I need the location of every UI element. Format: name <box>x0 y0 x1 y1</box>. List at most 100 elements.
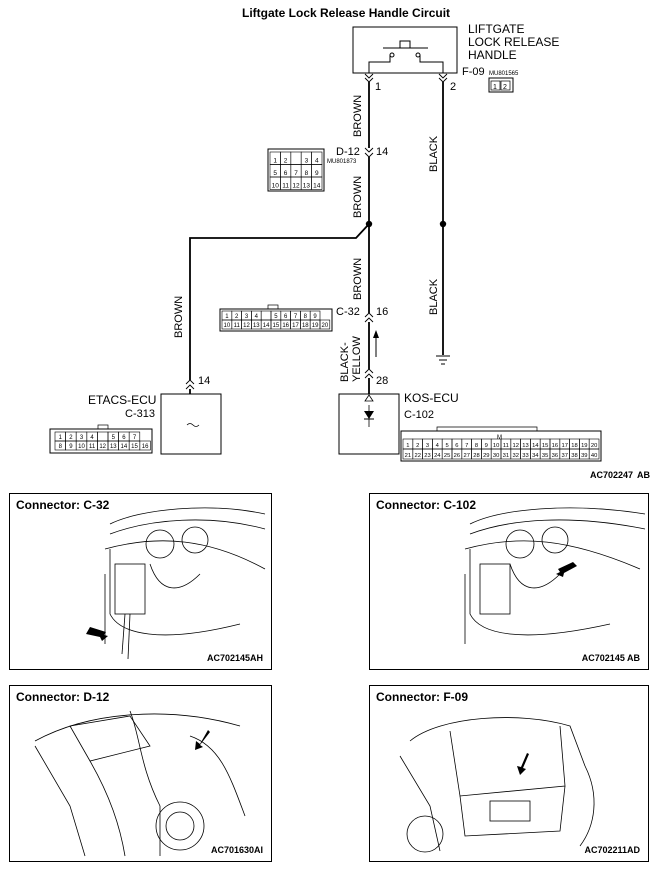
pin-kos-28: 28 <box>376 375 388 387</box>
switch-label-2: LOCK RELEASE <box>468 35 559 49</box>
c32-pin-cell <box>260 310 272 321</box>
kos-pin-label: 19 <box>581 443 587 449</box>
d12-location-arrow-icon <box>195 730 210 750</box>
wire-color-6: BLACK <box>428 278 440 315</box>
d12-pin-label: 7 <box>294 170 298 177</box>
kos-pin-label: 16 <box>552 443 558 449</box>
kos-pin-label: 2 <box>416 443 419 449</box>
diagram-code: AC702247 <box>590 470 633 480</box>
f09-pin-1: 1 <box>493 84 497 91</box>
rear-door-illustration <box>34 710 246 857</box>
pin-etacs-14: 14 <box>198 375 210 387</box>
wire-color-7a: BLACK- <box>339 342 351 382</box>
kos-pin-label: 20 <box>591 443 597 449</box>
pin-f09-1: 1 <box>375 81 381 93</box>
kos-name: KOS-ECU <box>404 391 459 405</box>
panel-c32-code: AC702145AH <box>206 653 263 663</box>
c32-pin-label: 18 <box>302 323 309 329</box>
kos-pin-label: 40 <box>591 453 597 459</box>
c102-location-arrow-icon <box>556 562 577 577</box>
wire-color-4: BROWN <box>173 296 185 338</box>
etacs-pin-label: 9 <box>69 444 73 450</box>
etacs-pin-label: 5 <box>112 435 116 441</box>
etacs-pin-label: 13 <box>110 444 117 450</box>
kos-pin-label: 1 <box>406 443 409 449</box>
panel-d12-title: Connector: D-12 <box>16 690 110 704</box>
kos-pin-label: 29 <box>483 453 489 459</box>
wires <box>189 82 444 394</box>
d12-pin-label: 1 <box>273 158 277 165</box>
dashboard-illustration <box>86 507 266 660</box>
kos-pin-label: 11 <box>503 443 509 449</box>
etacs-pin-label: 4 <box>90 435 94 441</box>
d12-pin-label: 14 <box>313 183 321 190</box>
c32-pin-label: 2 <box>235 314 239 320</box>
kos-pin-label: 33 <box>522 453 528 459</box>
etacs-pin-cell <box>139 440 151 451</box>
kos-pin-label: 28 <box>473 453 479 459</box>
etacs-pin-label: 3 <box>80 435 84 441</box>
etacs-connector: C-313 <box>125 408 155 420</box>
panel-c32: Connector: C-32 AC702145AH <box>9 493 272 670</box>
f09-connector-icon: 1 2 <box>488 77 514 93</box>
d12-pin-label: 8 <box>305 170 309 177</box>
c32-pin-cell <box>319 319 331 330</box>
c32-pin-label: 12 <box>243 323 250 329</box>
kos-pin-label: 31 <box>503 453 509 459</box>
signal-arrow-icon <box>373 330 379 357</box>
wire-color-2: BROWN <box>352 176 364 218</box>
c32-pin-label: 4 <box>255 314 259 320</box>
d12-pin-label: 9 <box>315 170 319 177</box>
etacs-pin-label: 11 <box>89 444 96 450</box>
c32-pin-label: 6 <box>284 314 288 320</box>
panel-f09: Connector: F-09 AC702211AD <box>369 685 649 862</box>
wire-color-3: BROWN <box>352 258 364 300</box>
d12-pin-cell <box>290 151 302 165</box>
f09-location-arrow-icon <box>517 753 529 775</box>
wire-color-7b: YELLOW <box>351 336 363 382</box>
etacs-pin-label: 8 <box>59 444 63 450</box>
f09-pin-2: 2 <box>503 84 507 91</box>
panel-c102: Connector: C-102 AC702145 AB <box>369 493 649 670</box>
d12-pin-label: 13 <box>303 183 311 190</box>
d12-pin-label: 6 <box>284 170 288 177</box>
etacs-pin-label: 6 <box>122 435 126 441</box>
c32-location-arrow-icon <box>86 627 108 641</box>
kos-pin-label: 26 <box>454 453 460 459</box>
kos-pin-label: 18 <box>571 443 577 449</box>
pin-d12-14: 14 <box>376 146 388 158</box>
diagram-code-suffix: AB <box>637 470 650 480</box>
c32-pin-label: 15 <box>273 323 280 329</box>
kos-pin-label: 6 <box>455 443 458 449</box>
d12-pin-label: 10 <box>272 183 280 190</box>
c32-pin-label: 14 <box>263 323 270 329</box>
d12-pin-label: 4 <box>315 158 319 165</box>
kos-pin-label: 27 <box>463 453 469 459</box>
c32-pin-label: 5 <box>274 314 278 320</box>
pin-c32-16: 16 <box>376 306 388 318</box>
kos-pin-label: 14 <box>532 443 539 449</box>
kos-pin-label: 5 <box>445 443 448 449</box>
etacs-pin-label: 12 <box>99 444 106 450</box>
panel-f09-code: AC702211AD <box>584 845 640 855</box>
kos-pin-label: 37 <box>561 453 567 459</box>
d12-pin-label: 3 <box>305 158 309 165</box>
kos-pin-label: 35 <box>542 453 548 459</box>
kos-connector: C-102 <box>404 409 434 421</box>
kos-pin-label: 10 <box>493 443 499 449</box>
panel-f09-title: Connector: F-09 <box>376 690 469 704</box>
kos-pin-label: 13 <box>522 443 528 449</box>
etacs-ecu-box <box>160 393 222 455</box>
etacs-pin-label: 2 <box>69 435 73 441</box>
pin-f09-2: 2 <box>450 81 456 93</box>
kos-pin-label: 34 <box>532 453 539 459</box>
kos-pin-cell <box>588 448 600 460</box>
d12-pin-label: 2 <box>284 158 288 165</box>
dashboard-illustration <box>464 507 646 644</box>
kos-pin-label: 9 <box>485 443 488 449</box>
etacs-pin-cell <box>97 431 109 442</box>
kos-pin-label: 32 <box>512 453 518 459</box>
